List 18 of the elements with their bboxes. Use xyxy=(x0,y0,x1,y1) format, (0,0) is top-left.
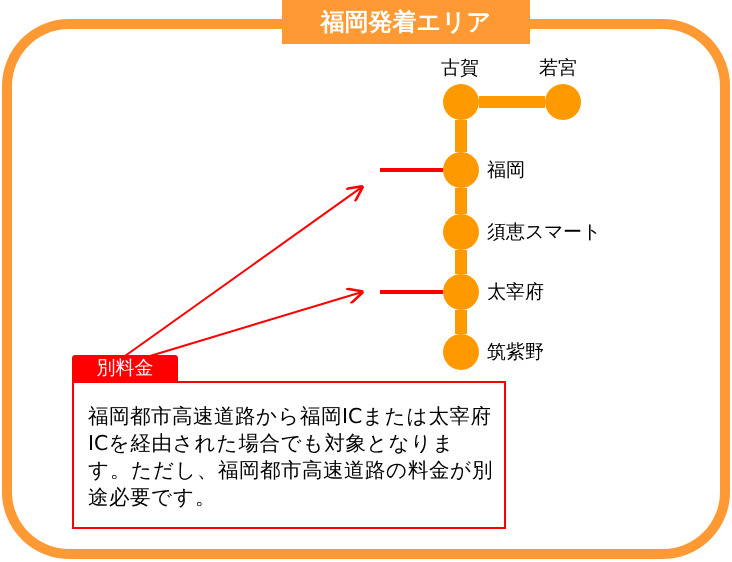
callout-tab: 別料金 xyxy=(72,355,178,381)
station-name: 須恵スマート xyxy=(487,221,601,243)
route-line xyxy=(479,96,545,108)
station-name: 福岡 xyxy=(487,159,525,181)
arrow xyxy=(150,287,365,357)
station-name: 太宰府 xyxy=(487,281,544,303)
expressway-line xyxy=(380,168,443,172)
title-banner: 福岡発着エリア xyxy=(282,0,530,44)
arrow xyxy=(124,184,365,357)
route-line xyxy=(455,250,467,274)
route-line xyxy=(455,188,467,214)
station-name: 若宮 xyxy=(539,57,577,79)
callout-note: 福岡都市高速道路から福岡ICまたは太宰府ICを経由された場合でも対象となります。ただし、福岡都市高速道路の料金が別途必要です。 xyxy=(72,381,506,529)
route-line xyxy=(455,120,467,152)
station-name: 筑紫野 xyxy=(487,341,544,363)
route-line xyxy=(455,310,467,334)
station-name: 古賀 xyxy=(441,57,479,79)
expressway-line xyxy=(380,290,443,294)
